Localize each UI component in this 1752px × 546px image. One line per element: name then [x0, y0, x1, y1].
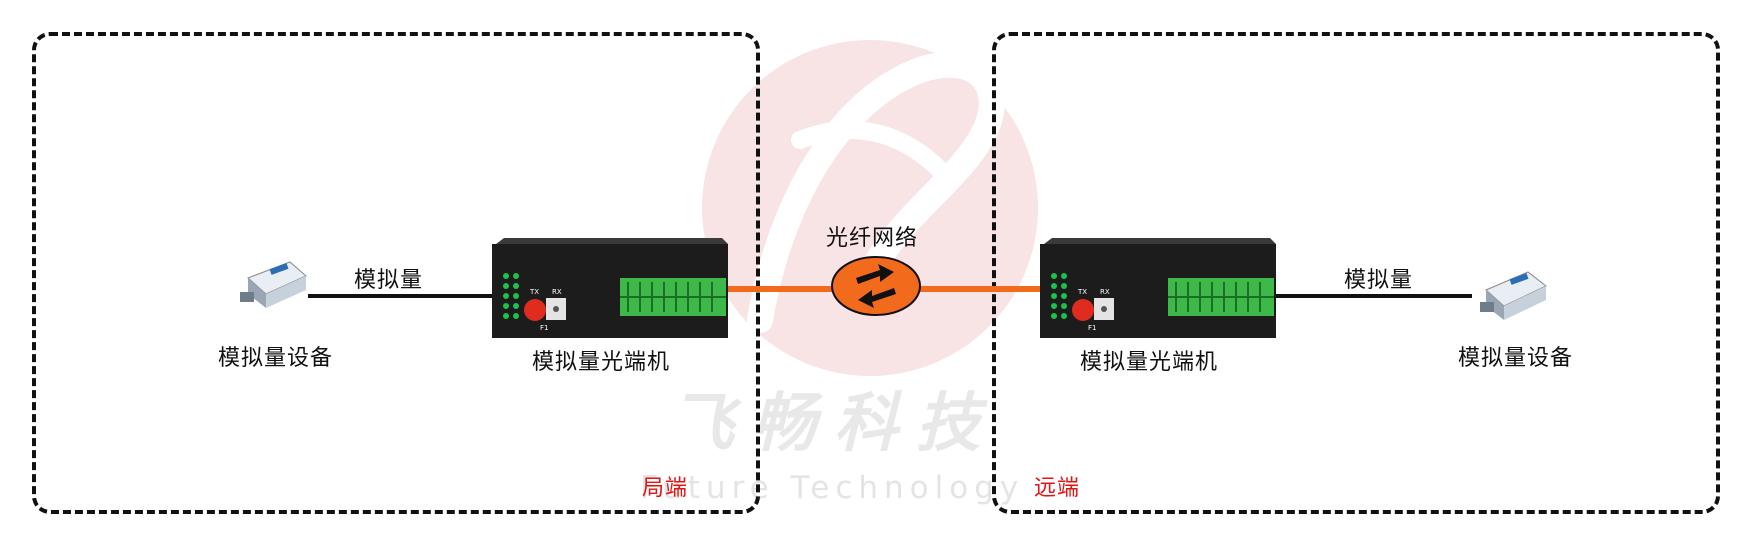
local-analog-link-label: 模拟量 [354, 268, 424, 293]
watermark-text-en: Future Technology [640, 470, 1025, 506]
remote-tx-label: TX [1077, 288, 1087, 296]
local-transceiver-label: 模拟量光端机 [532, 350, 671, 375]
local-transceiver-icon [492, 238, 728, 338]
local-analog-device-icon [240, 261, 307, 308]
local-rx-label: RX [552, 288, 562, 296]
fiber-network-label: 光纤网络 [826, 226, 919, 251]
remote-rx-label: RX [1100, 288, 1110, 296]
remote-analog-link-label: 模拟量 [1344, 268, 1414, 293]
local-port-label: F1 [540, 324, 548, 332]
remote-transceiver-label: 模拟量光端机 [1080, 350, 1219, 375]
remote-port-label: F1 [1088, 324, 1096, 332]
local-end-label: 局端 [642, 476, 689, 501]
remote-transceiver-icon [1040, 238, 1276, 338]
fiber-network-icon [831, 256, 921, 316]
local-analog-device-label: 模拟量设备 [218, 346, 334, 371]
remote-end-label: 远端 [1034, 476, 1081, 501]
watermark-text-cn: 飞畅科技 [670, 387, 998, 461]
local-end-region [32, 32, 760, 514]
remote-analog-device-label: 模拟量设备 [1458, 346, 1574, 371]
remote-end-region [992, 32, 1720, 514]
local-tx-label: TX [529, 288, 539, 296]
remote-analog-device-icon [1480, 271, 1547, 320]
